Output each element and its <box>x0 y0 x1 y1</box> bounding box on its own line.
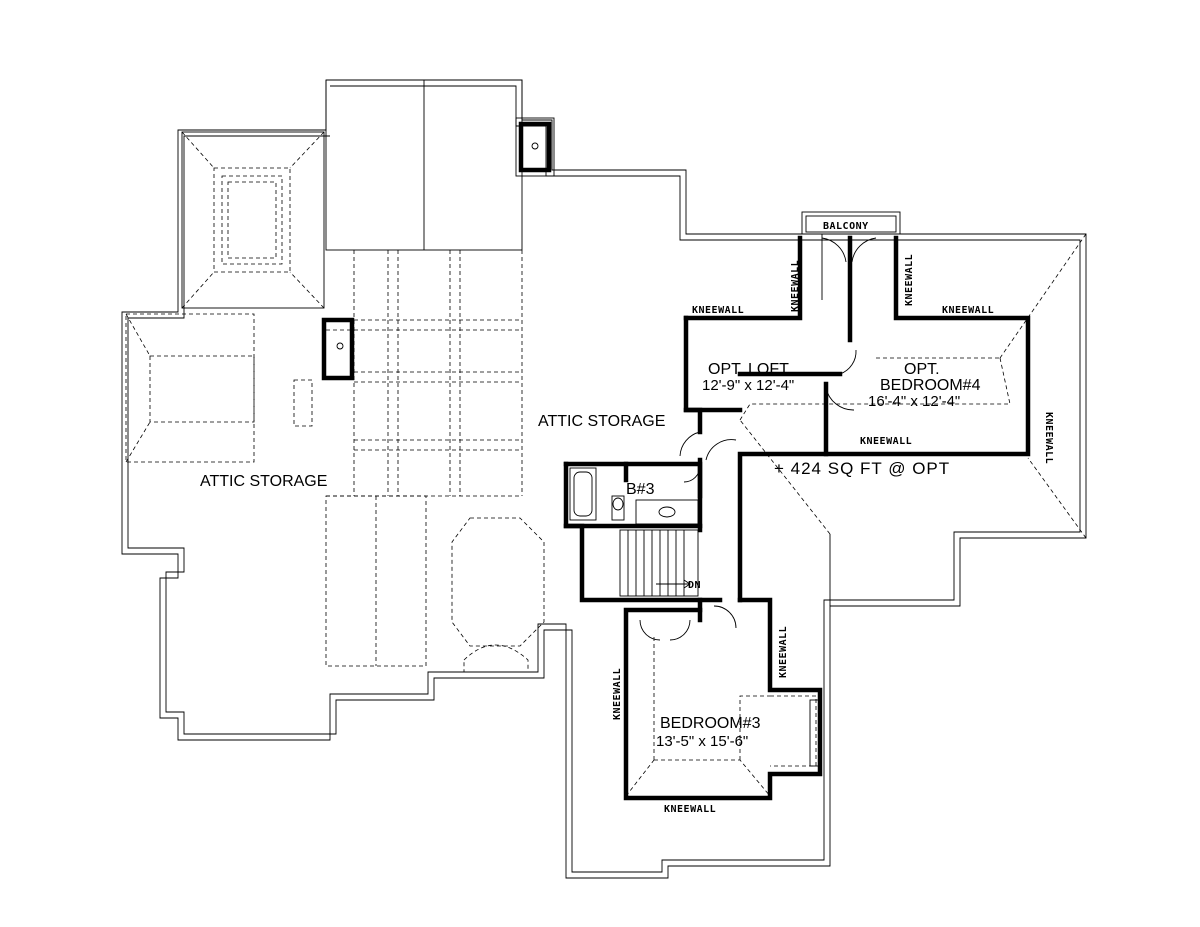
upper-walls <box>683 235 1031 603</box>
attic-storage-center-label: ATTIC STORAGE <box>538 413 665 430</box>
bedroom3-label: BEDROOM#3 <box>660 715 761 732</box>
opt-loft-dimensions: 12'-9" x 12'-4" <box>702 377 794 394</box>
attic-storage-left-label: ATTIC STORAGE <box>200 473 327 490</box>
skylight <box>293 379 313 427</box>
kneewall-label-balcony-left: KNEEWALL <box>790 260 801 312</box>
chimney-left <box>321 317 355 381</box>
central-grid <box>326 250 523 497</box>
kneewall-label-balcony-right: KNEEWALL <box>904 254 915 306</box>
right-hip-roof <box>739 233 1087 606</box>
opt-loft-label: OPT. LOFT <box>708 361 789 378</box>
stairs-down-label: DN <box>688 580 701 591</box>
chimney-top <box>515 117 555 177</box>
kneewall-label-bed4-right: KNEEWALL <box>1043 412 1054 464</box>
balcony <box>801 211 901 300</box>
bath-stair-walls <box>563 461 703 623</box>
balcony-label: BALCONY <box>823 221 869 232</box>
left-tower-roof <box>181 131 325 309</box>
octagon-bay <box>451 517 545 673</box>
opt-label: OPT. <box>904 361 940 378</box>
stairs <box>619 529 699 597</box>
bedroom4-label: BEDROOM#4 <box>880 377 981 394</box>
kneewall-label-bed4-top: KNEEWALL <box>942 305 994 316</box>
kneewall-label-bed3-left: KNEEWALL <box>612 668 623 720</box>
kneewall-label-bed4-bottom: KNEEWALL <box>860 436 912 447</box>
central-gable-roof <box>325 79 523 251</box>
kneewall-label-loft: KNEEWALL <box>692 305 744 316</box>
bedroom4-dimensions: 16'-4" x 12'-4" <box>868 393 960 410</box>
bedroom3-dimensions: 13'-5" x 15'-6" <box>656 733 748 750</box>
bedroom3-walls <box>623 597 823 801</box>
kneewall-label-bed3-bottom: KNEEWALL <box>664 804 716 815</box>
door-swings <box>679 349 857 461</box>
roof-outline <box>121 79 1087 879</box>
bonus-area-label: + 424 SQ FT @ OPT <box>774 459 950 478</box>
bedroom3-roof <box>625 636 817 797</box>
left-hip-roof <box>125 313 255 463</box>
lower-gable <box>325 495 427 667</box>
kneewall-label-bed3-right: KNEEWALL <box>778 626 789 678</box>
bath3-label: B#3 <box>626 481 655 498</box>
